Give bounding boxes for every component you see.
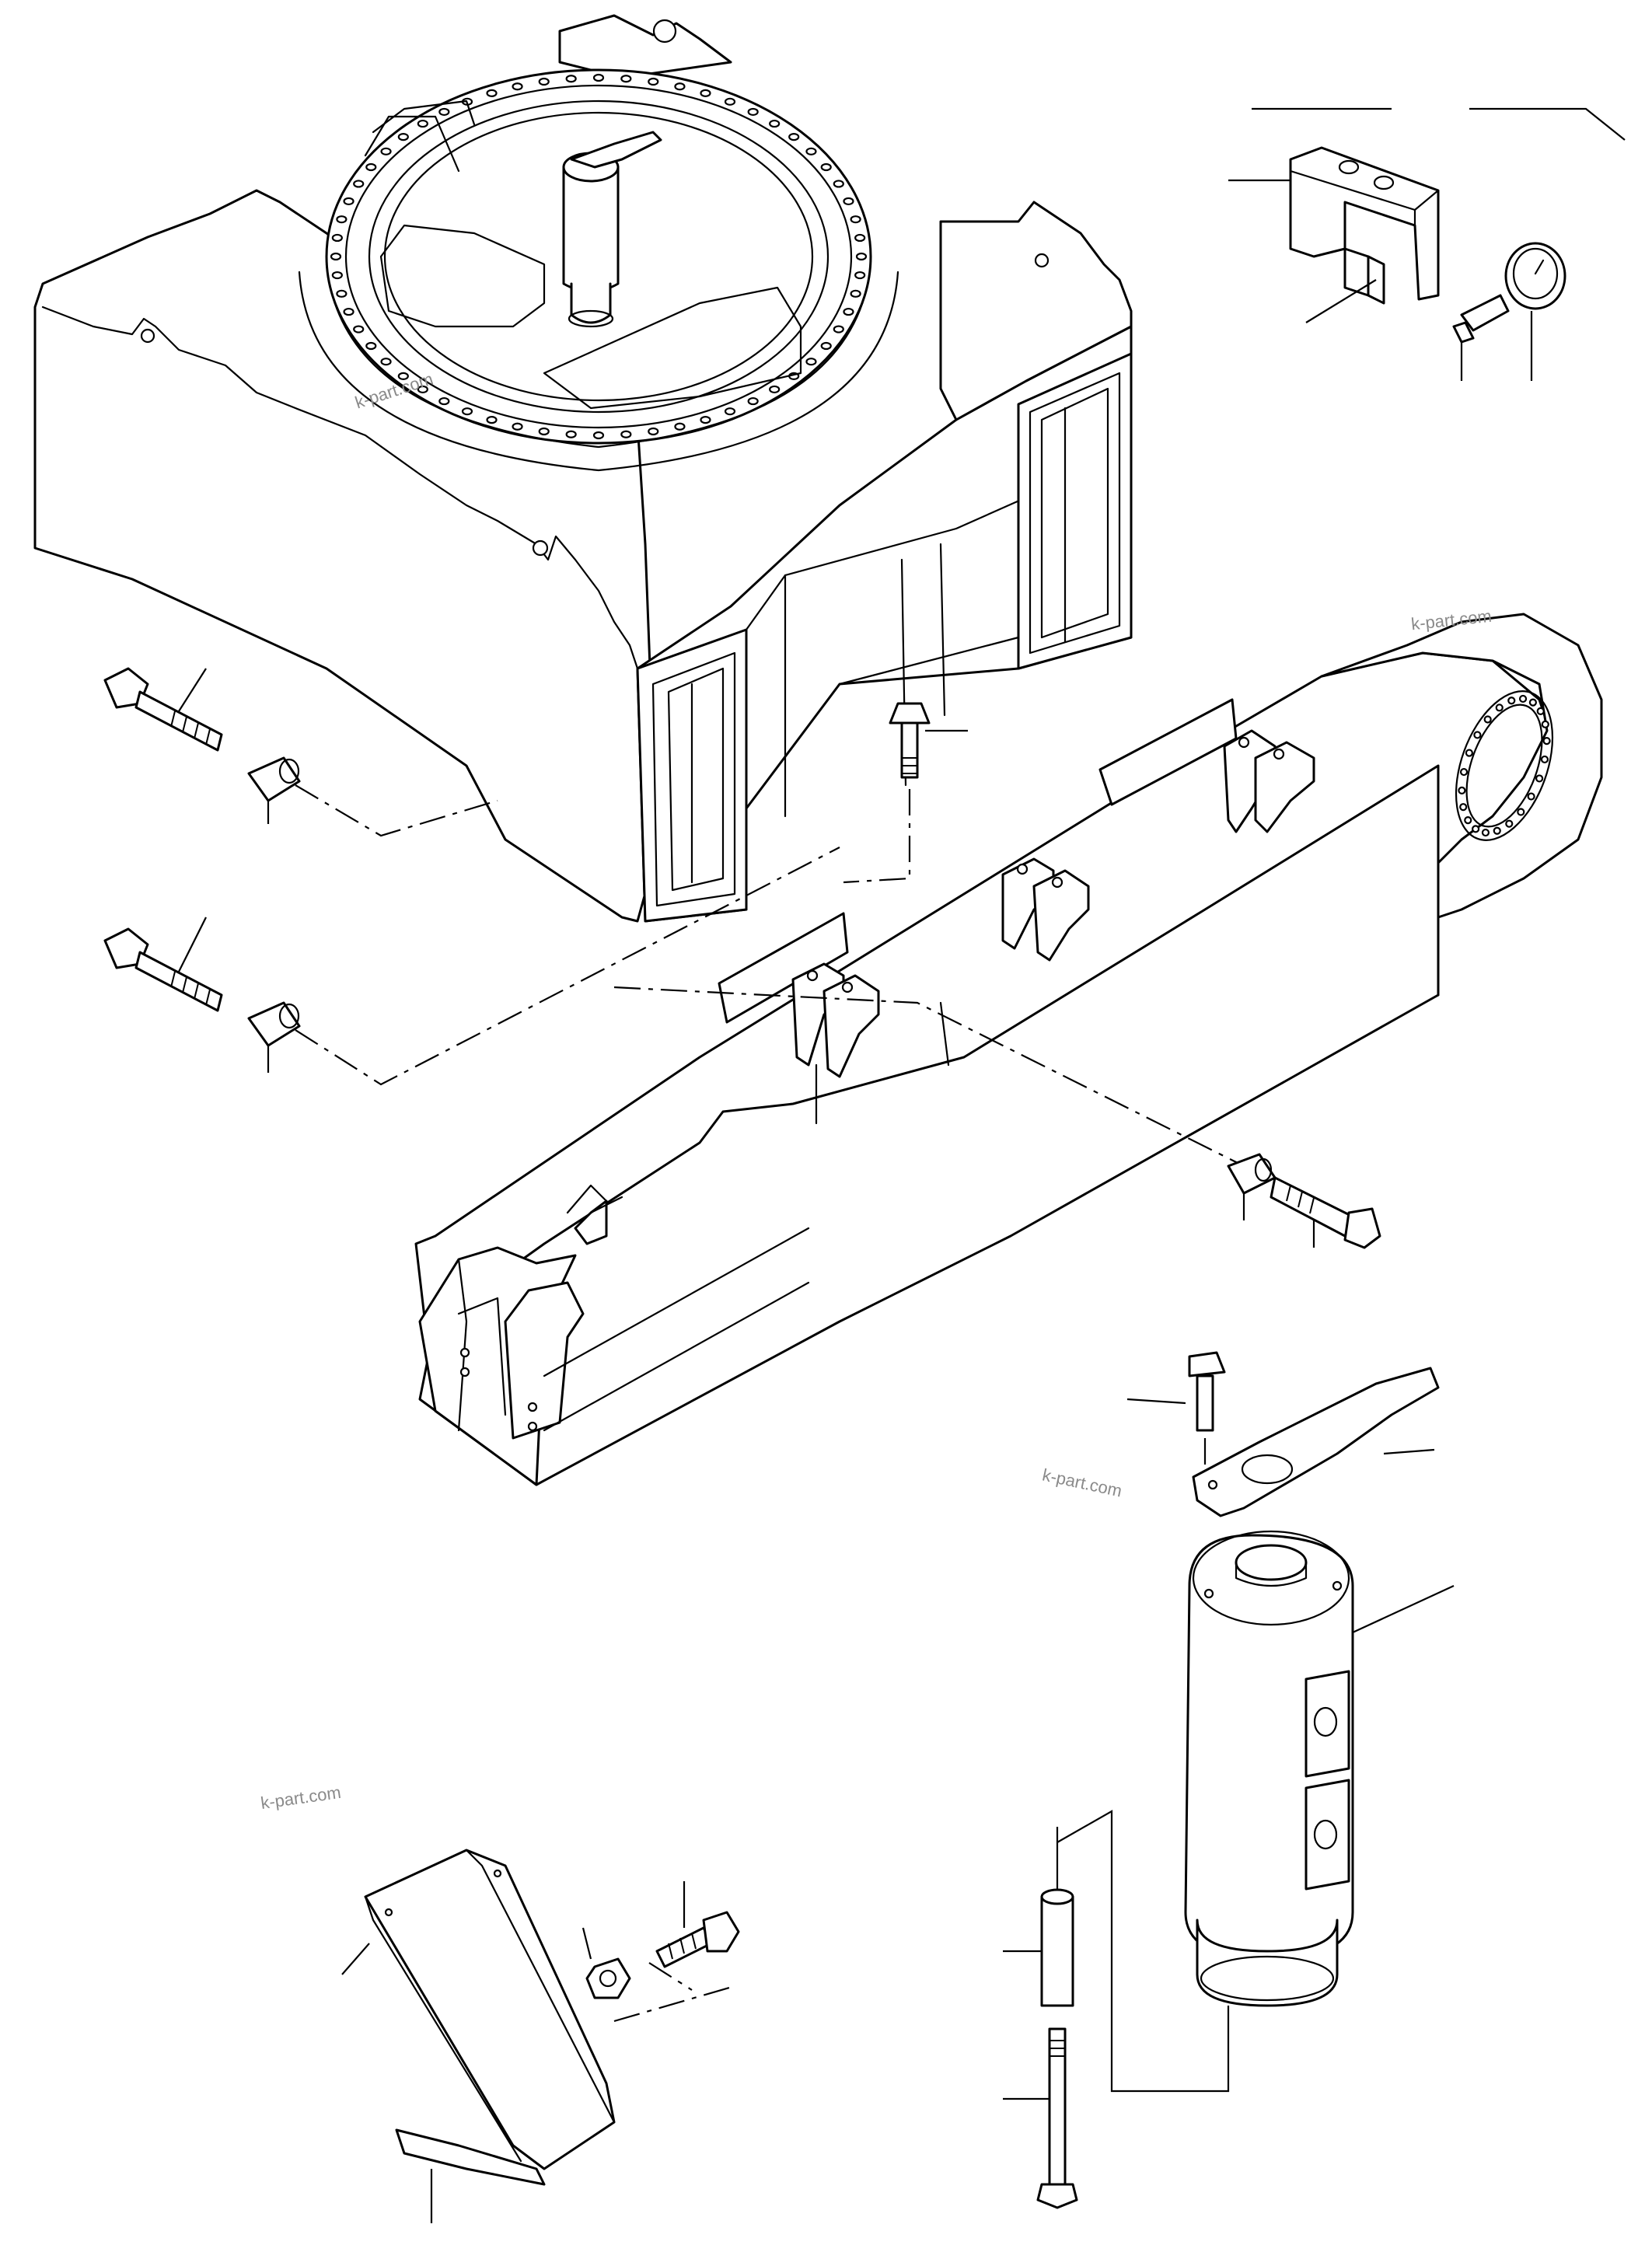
ring-bolt-hole — [331, 271, 343, 280]
ring-bolt-hole — [700, 89, 711, 97]
eye-bolt-hole — [1535, 774, 1544, 783]
eye-bolt-hole — [1465, 749, 1473, 757]
ring-bolt-hole — [833, 180, 844, 188]
ring-bolt-hole — [850, 215, 861, 224]
eye-bolt-hole — [1483, 715, 1492, 724]
ring-bolt-hole — [512, 422, 523, 431]
ring-bolt-hole — [538, 427, 550, 436]
ring-bolt-hole — [438, 107, 450, 117]
eye-bolt-hole — [1458, 786, 1466, 795]
slewing-ring — [298, 68, 899, 472]
eye-bolt-hole — [1528, 698, 1537, 707]
ring-bolt-hole — [397, 372, 409, 381]
eye-bolt-hole — [1459, 767, 1469, 777]
eye-bolt-hole — [1536, 707, 1545, 715]
ring-bolt-hole — [805, 147, 817, 155]
gauge-bracket-assembly — [1228, 107, 1626, 381]
ring-bolt-hole — [336, 215, 348, 224]
eye-bolt-hole — [1459, 803, 1468, 812]
ring-bolt-hole — [565, 75, 577, 83]
ring-bolt-hole — [417, 385, 428, 394]
ring-bolt-hole — [353, 180, 365, 188]
ring-bolt-hole — [769, 385, 781, 394]
ring-bolt-hole — [843, 197, 854, 206]
eye-bolt-hole — [1473, 731, 1482, 739]
ring-bolt-hole — [700, 416, 711, 424]
ring-bolt-hole — [724, 97, 736, 106]
ring-bolt-hole — [620, 430, 632, 438]
ring-bolt-hole — [805, 358, 817, 366]
ring-bolt-hole — [417, 119, 428, 128]
ring-bolt-hole — [486, 416, 498, 424]
ring-bolt-hole — [336, 289, 348, 298]
ring-bolt-hole — [854, 271, 866, 280]
eye-bolt-hole — [1481, 828, 1490, 837]
ring-bolt-hole — [674, 82, 686, 91]
ring-bolt-hole — [380, 147, 392, 155]
ring-bolt-hole — [380, 358, 392, 366]
ring-bolt-hole — [843, 307, 854, 316]
eye-bolt-hole — [1517, 808, 1525, 816]
ring-bolt-hole — [747, 396, 759, 406]
ring-bolt-hole — [854, 233, 866, 243]
centre-bolt — [843, 702, 968, 884]
ring-bolt-hole — [833, 325, 844, 333]
eye-bolt-hole — [1507, 697, 1516, 705]
ring-bolt-hole — [620, 75, 632, 83]
ring-bolt-hole — [850, 289, 861, 298]
eye-bolt-hole — [1493, 826, 1501, 835]
ring-bolt-hole — [538, 77, 550, 86]
ring-bolt-hole — [438, 396, 450, 406]
eye-bolt-hole — [1542, 736, 1551, 745]
ring-bolt-hole — [331, 233, 343, 243]
ring-bolt-hole — [365, 341, 377, 351]
ring-bolt-hole — [855, 252, 868, 261]
ring-bolt-hole — [592, 431, 605, 440]
bolt-set-right — [1227, 1153, 1381, 1249]
ring-bolt-hole — [565, 430, 577, 438]
eye-bolt-hole — [1541, 720, 1549, 728]
ring-bolt-hole — [820, 162, 832, 172]
ring-bolt-hole — [486, 89, 498, 97]
ring-bolt-hole — [674, 422, 686, 431]
eye-bolt-hole — [1495, 704, 1504, 712]
ring-bolt-hole — [365, 162, 377, 172]
eye-bolt-hole — [1464, 816, 1472, 825]
ring-bolt-hole — [820, 341, 832, 351]
eye-bolt-hole — [1540, 755, 1549, 764]
ring-bolt-hole — [512, 82, 523, 91]
ring-bolt-hole — [724, 407, 736, 416]
ring-bolt-hole — [461, 407, 473, 416]
ring-bolt-hole — [397, 132, 409, 141]
track-frame — [414, 613, 1603, 1486]
eye-bolt-hole — [1518, 694, 1528, 704]
ring-bolt-hole — [343, 307, 354, 316]
ring-bolt-hole — [343, 197, 354, 206]
ring-bolt-hole — [648, 77, 659, 86]
ring-bolt-hole — [353, 325, 365, 333]
eye-bolt-hole — [1505, 819, 1514, 828]
eye-bolt-hole — [1527, 792, 1535, 801]
bolt-set-lower-left — [103, 847, 840, 1086]
eye-bolt-hole — [1472, 825, 1480, 833]
ring-bolt-hole — [592, 73, 605, 82]
ring-bolt-hole — [769, 119, 781, 128]
ring-bolt-hole — [747, 107, 759, 117]
ring-bolt-hole — [788, 132, 800, 141]
guard-bracket-assembly — [341, 1849, 740, 2223]
bolt-set-upper-left — [103, 667, 498, 837]
ring-bolt-hole — [648, 427, 659, 436]
rotary-joint-assembly — [1003, 1351, 1455, 2209]
ring-bolt-hole — [330, 252, 342, 261]
